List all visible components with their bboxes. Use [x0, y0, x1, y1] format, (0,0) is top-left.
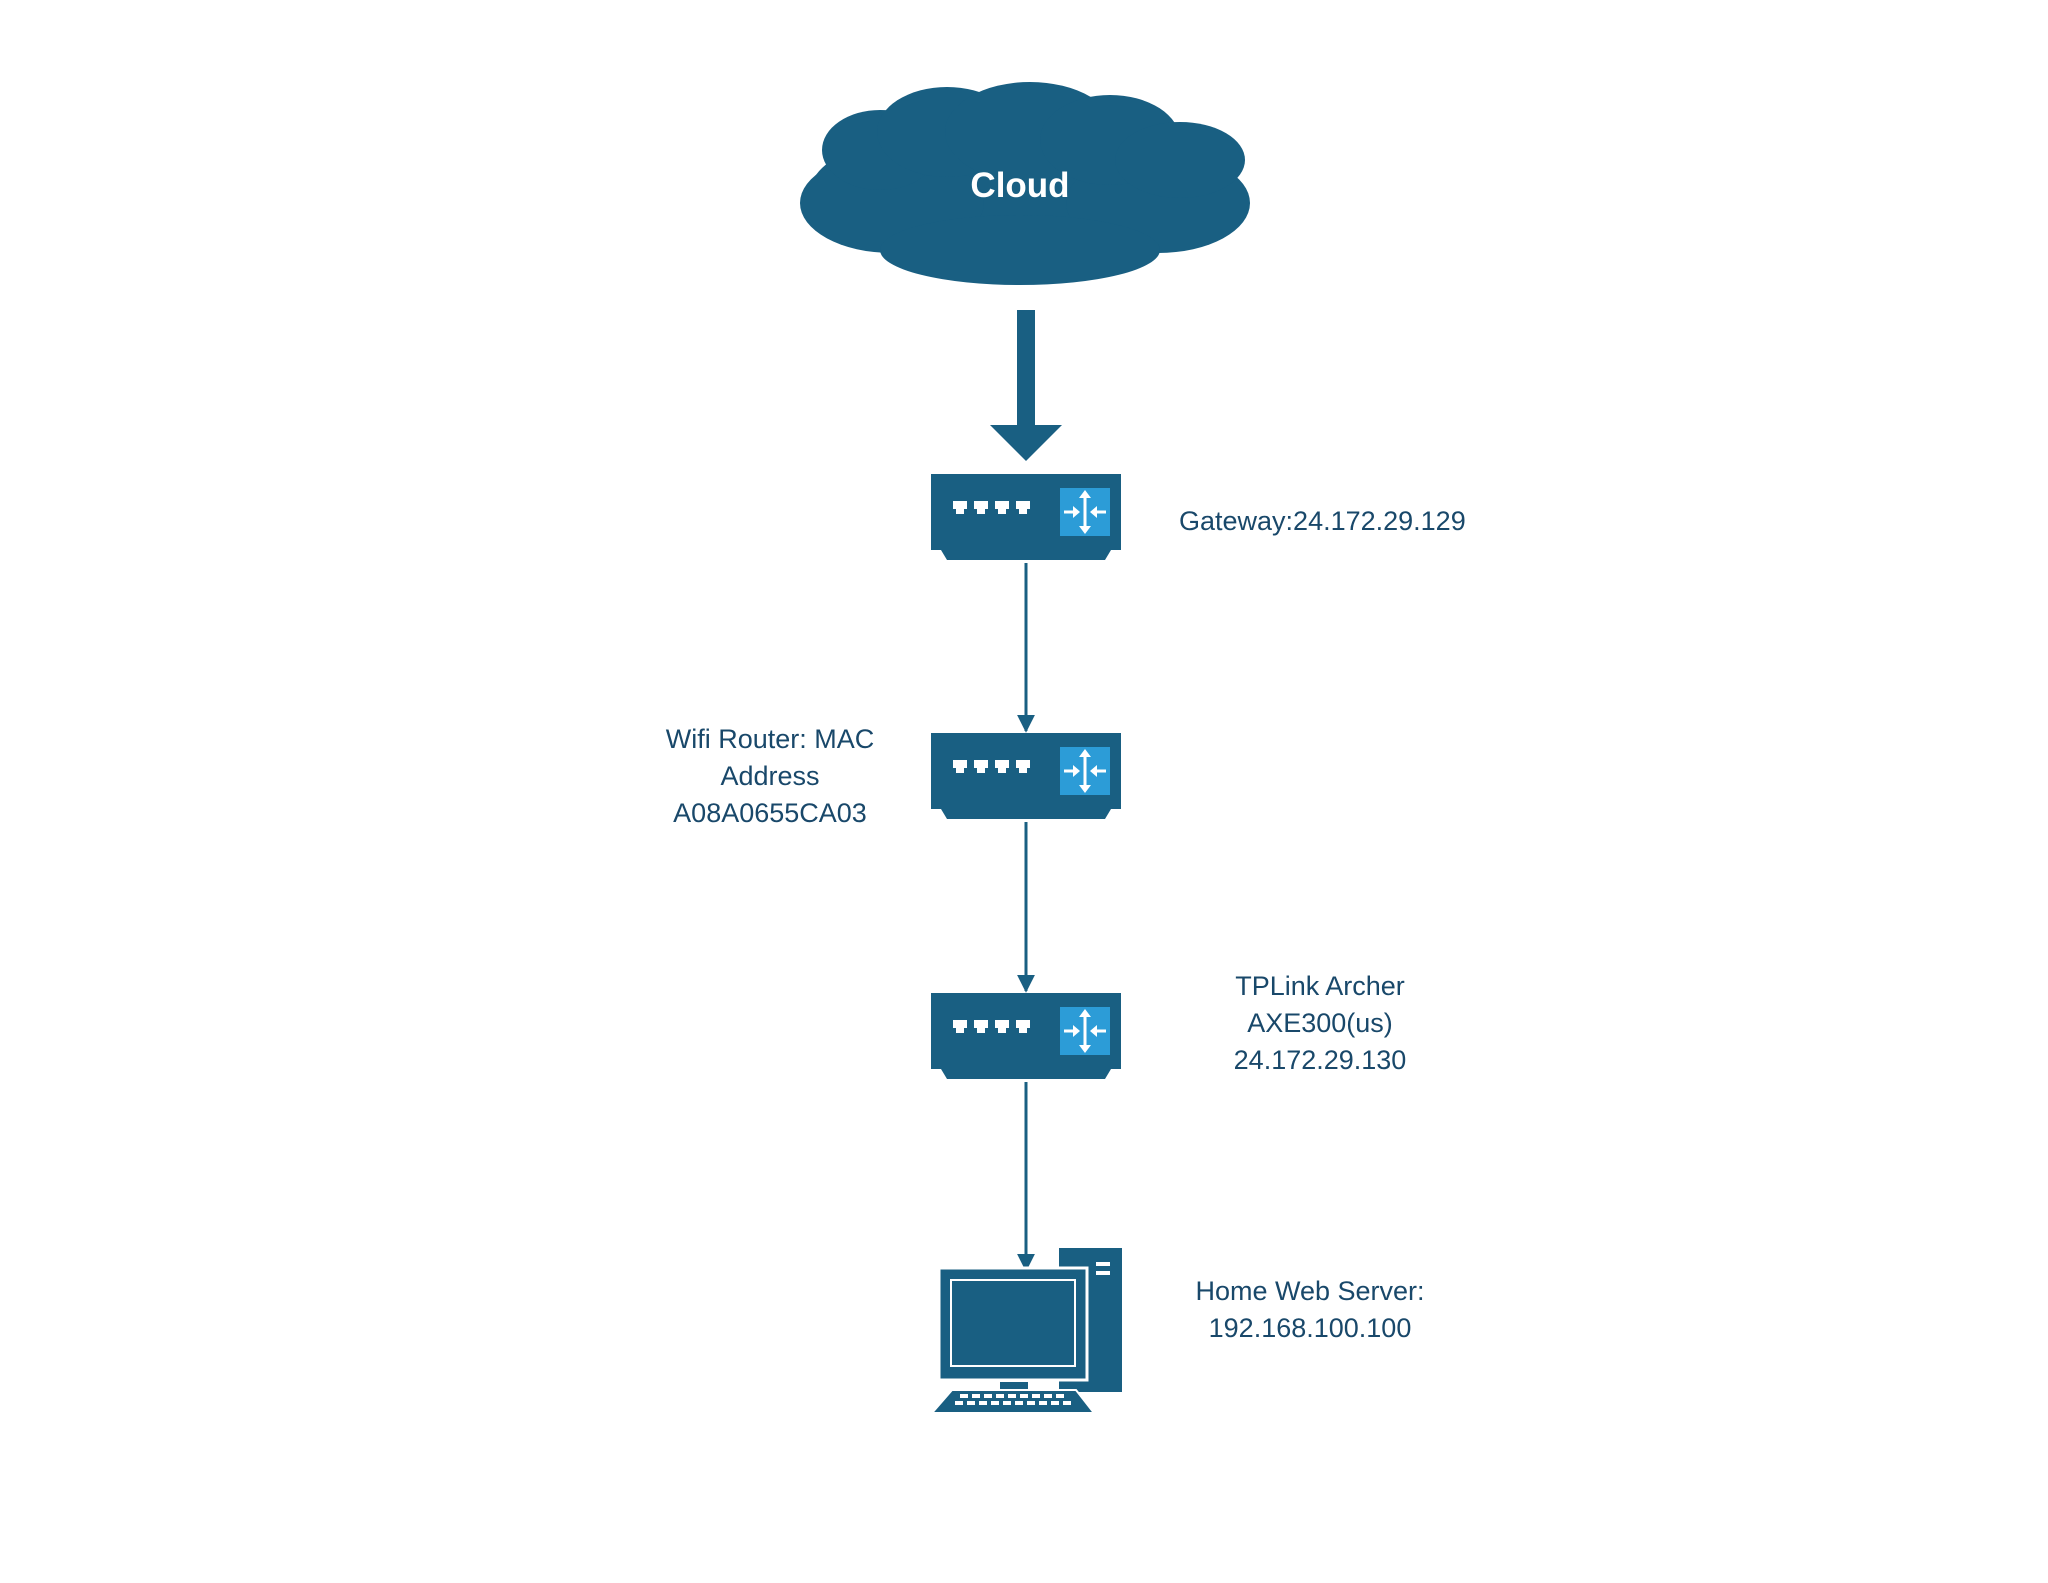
server-label-line-1: Home Web Server: [1195, 1276, 1425, 1306]
wifi-router-label: Wifi Router: MAC Address A08A0655CA03 [640, 721, 900, 832]
internet-arrow [990, 310, 1062, 461]
workstation-icon [929, 1248, 1122, 1414]
wifi-router-label-line-3: A08A0655CA03 [673, 798, 867, 828]
gateway-router-icon [929, 472, 1123, 562]
tplink-label-line-3: 24.172.29.130 [1233, 1045, 1407, 1075]
tplink-label-line-2: AXE300(us) [1247, 1008, 1393, 1038]
wifi-router-label-line-2: Address [720, 761, 820, 791]
tplink-router-icon [929, 991, 1123, 1081]
cloud-label: Cloud [970, 166, 1070, 205]
cloud-icon [800, 82, 1250, 285]
wifi-router-icon [929, 731, 1123, 821]
wifi-router-label-line-1: Wifi Router: MAC [665, 724, 875, 754]
server-label-line-2: 192.168.100.100 [1208, 1313, 1412, 1343]
tplink-label: TPLink Archer AXE300(us) 24.172.29.130 [1190, 968, 1450, 1079]
server-label: Home Web Server: 192.168.100.100 [1170, 1273, 1450, 1347]
tplink-label-line-1: TPLink Archer [1235, 971, 1405, 1001]
gateway-label: Gateway:24.172.29.129 [1179, 506, 1466, 536]
